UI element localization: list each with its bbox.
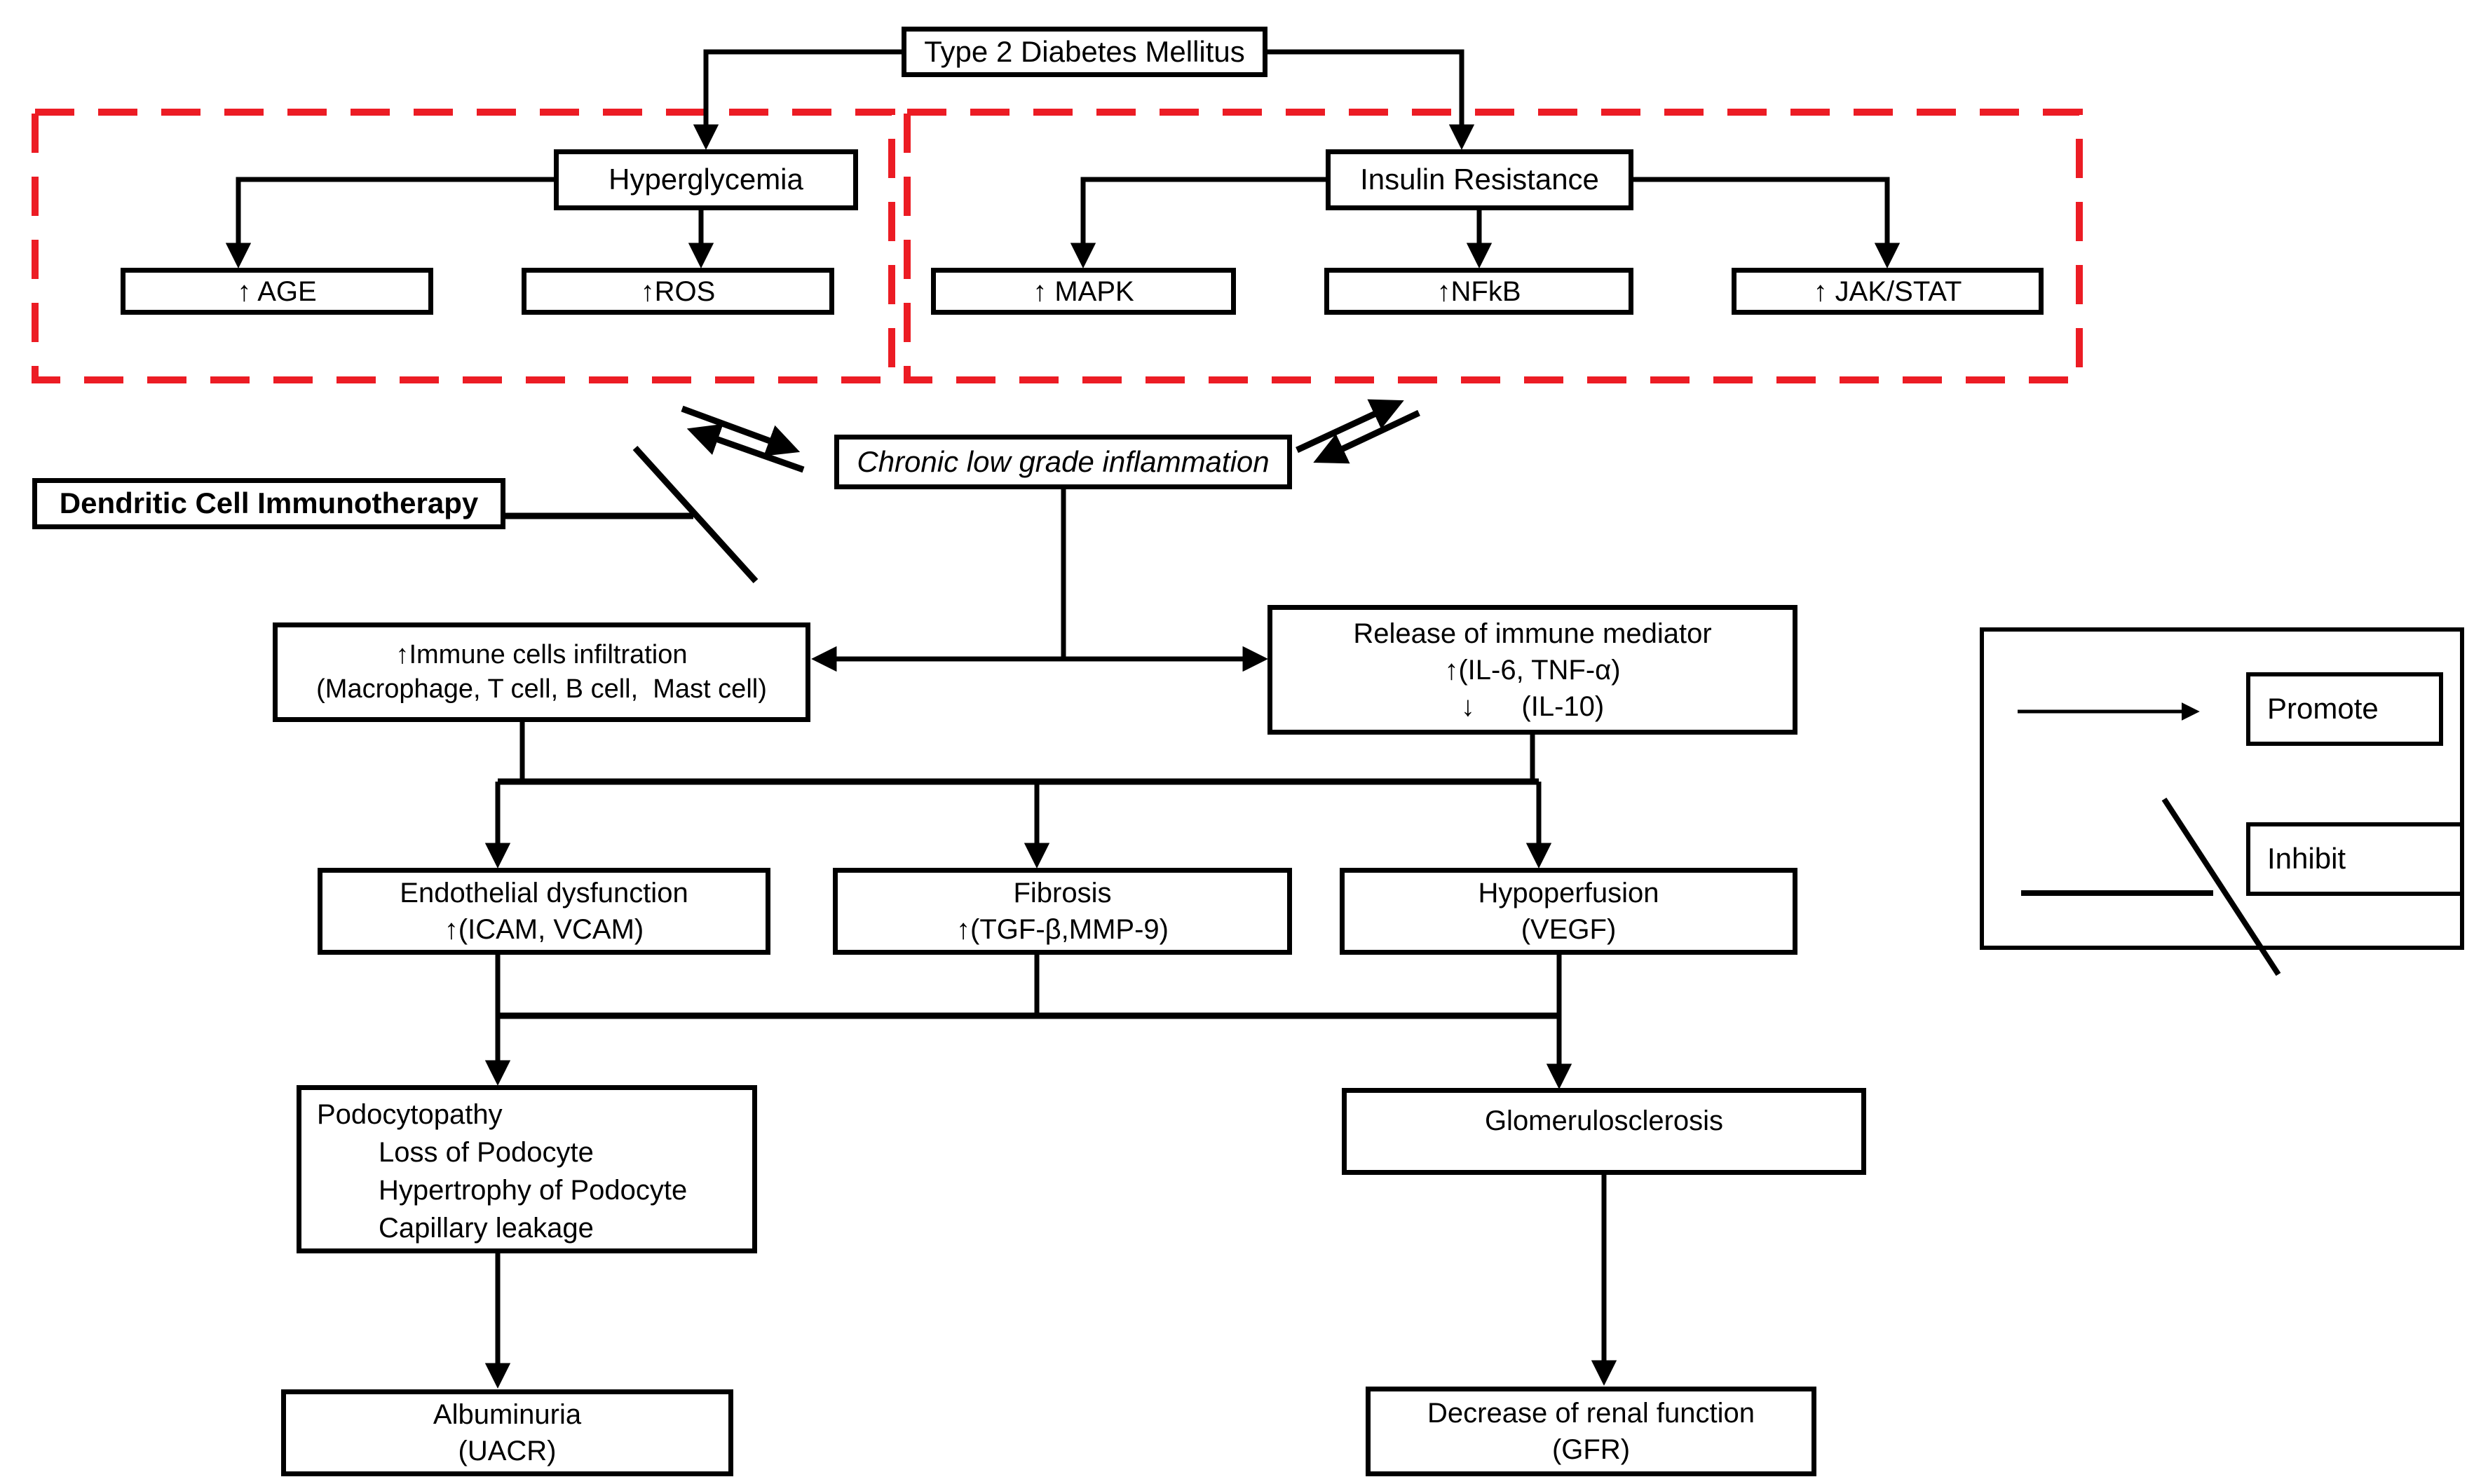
node-ros: ↑ROS bbox=[522, 268, 834, 315]
node-hypoperfusion: Hypoperfusion (VEGF) bbox=[1340, 868, 1797, 955]
node-endothelial-dysfunction: Endothelial dysfunction ↑(ICAM, VCAM) bbox=[318, 868, 770, 955]
node-label-line1: Release of immune mediator bbox=[1353, 618, 1712, 649]
node-item-1: Loss of Podocyte bbox=[379, 1137, 594, 1168]
node-label-line1: Albuminuria bbox=[433, 1399, 582, 1430]
node-decrease-renal-function: Decrease of renal function (GFR) bbox=[1366, 1387, 1816, 1476]
node-label-line2: (VEGF) bbox=[1521, 914, 1617, 945]
node-item-2: Hypertrophy of Podocyte bbox=[379, 1175, 688, 1206]
arrow-t2dm-to-insulin-resistance bbox=[1267, 49, 1475, 150]
insulin-resistance-pathway-dashed-box bbox=[904, 109, 2083, 383]
node-label-line2: ↑(ICAM, VCAM) bbox=[444, 914, 644, 945]
node-label: ↑ROS bbox=[640, 275, 716, 307]
node-title: Podocytopathy bbox=[317, 1099, 503, 1130]
node-label: ↑ MAPK bbox=[1033, 275, 1134, 307]
node-label: Chronic low grade inflammation bbox=[857, 444, 1270, 478]
node-label: ↑ AGE bbox=[237, 275, 317, 307]
node-label-line1: Endothelial dysfunction bbox=[400, 878, 688, 908]
legend-promote-label: Promote bbox=[2267, 692, 2379, 726]
node-label-line2: (Macrophage, T cell, B cell, Mast cell) bbox=[316, 674, 767, 704]
node-label-line2: (UACR) bbox=[458, 1436, 557, 1466]
node-label: ↑NFkB bbox=[1436, 275, 1521, 307]
arrow-ir-to-jakstat bbox=[1633, 177, 1901, 268]
node-immune-cells-infiltration: ↑Immune cells infiltration (Macrophage, … bbox=[273, 622, 810, 722]
node-insulin-resistance: Insulin Resistance bbox=[1326, 149, 1633, 210]
node-label: Insulin Resistance bbox=[1360, 163, 1599, 196]
node-label-line3: ↓ (IL-10) bbox=[1460, 690, 1605, 722]
node-mapk: ↑ MAPK bbox=[931, 268, 1236, 315]
node-type2-diabetes: Type 2 Diabetes Mellitus bbox=[902, 27, 1267, 77]
legend-inhibit-label: Inhibit bbox=[2267, 842, 2346, 876]
arrow-ir-to-mapk bbox=[1070, 177, 1326, 268]
node-label: Hyperglycemia bbox=[609, 163, 803, 196]
node-label: ↑ JAK/STAT bbox=[1813, 275, 1962, 307]
node-label-line1: Decrease of renal function bbox=[1427, 1398, 1755, 1429]
node-label-line2: ↑(IL-6, TNF-α) bbox=[1444, 654, 1621, 686]
legend-box bbox=[1980, 627, 2464, 950]
node-release-immune-mediator: Release of immune mediator ↑(IL-6, TNF-α… bbox=[1267, 605, 1797, 735]
node-nfkb: ↑NFkB bbox=[1324, 268, 1633, 315]
legend-inhibit-slash bbox=[2161, 797, 2281, 976]
node-glomerulosclerosis: Glomerulosclerosis bbox=[1342, 1088, 1866, 1175]
hyperglycemia-pathway-dashed-box bbox=[32, 109, 895, 383]
arrow-hyperglycemia-to-age bbox=[225, 177, 554, 268]
exchange-arrow-left-back bbox=[686, 423, 805, 473]
node-albuminuria: Albuminuria (UACR) bbox=[281, 1389, 733, 1476]
node-age: ↑ AGE bbox=[121, 268, 433, 315]
inhibit-slash-dc bbox=[632, 445, 759, 584]
node-chronic-inflammation: Chronic low grade inflammation bbox=[834, 435, 1292, 489]
exchange-arrow-right-forward bbox=[1296, 399, 1404, 454]
node-podocytopathy: Podocytopathy Loss of Podocyte Hypertrop… bbox=[297, 1085, 757, 1253]
node-label: Dendritic Cell Immunotherapy bbox=[59, 486, 479, 520]
node-jak-stat: ↑ JAK/STAT bbox=[1732, 268, 2044, 315]
node-label: Glomerulosclerosis bbox=[1484, 1105, 1724, 1136]
node-item-3: Capillary leakage bbox=[379, 1213, 594, 1244]
node-label-line2: (GFR) bbox=[1551, 1434, 1631, 1465]
node-label-line1: Fibrosis bbox=[1013, 878, 1112, 908]
node-label-line1: Hypoperfusion bbox=[1478, 878, 1659, 908]
node-hyperglycemia: Hyperglycemia bbox=[554, 149, 858, 210]
node-dendritic-cell-immunotherapy: Dendritic Cell Immunotherapy bbox=[32, 478, 505, 529]
legend-inhibit-label-box: Inhibit bbox=[2246, 822, 2464, 896]
exchange-arrow-right-back bbox=[1313, 409, 1420, 464]
node-label: Type 2 Diabetes Mellitus bbox=[924, 34, 1245, 68]
node-label-line1: ↑Immune cells infiltration bbox=[395, 639, 688, 669]
legend-promote-label-box: Promote bbox=[2246, 672, 2443, 746]
exchange-arrow-left-forward bbox=[681, 405, 801, 456]
arrow-t2dm-to-hyperglycemia bbox=[693, 49, 902, 150]
node-fibrosis: Fibrosis ↑(TGF-β,MMP-9) bbox=[833, 868, 1292, 955]
node-label-line2: ↑(TGF-β,MMP-9) bbox=[956, 914, 1169, 945]
